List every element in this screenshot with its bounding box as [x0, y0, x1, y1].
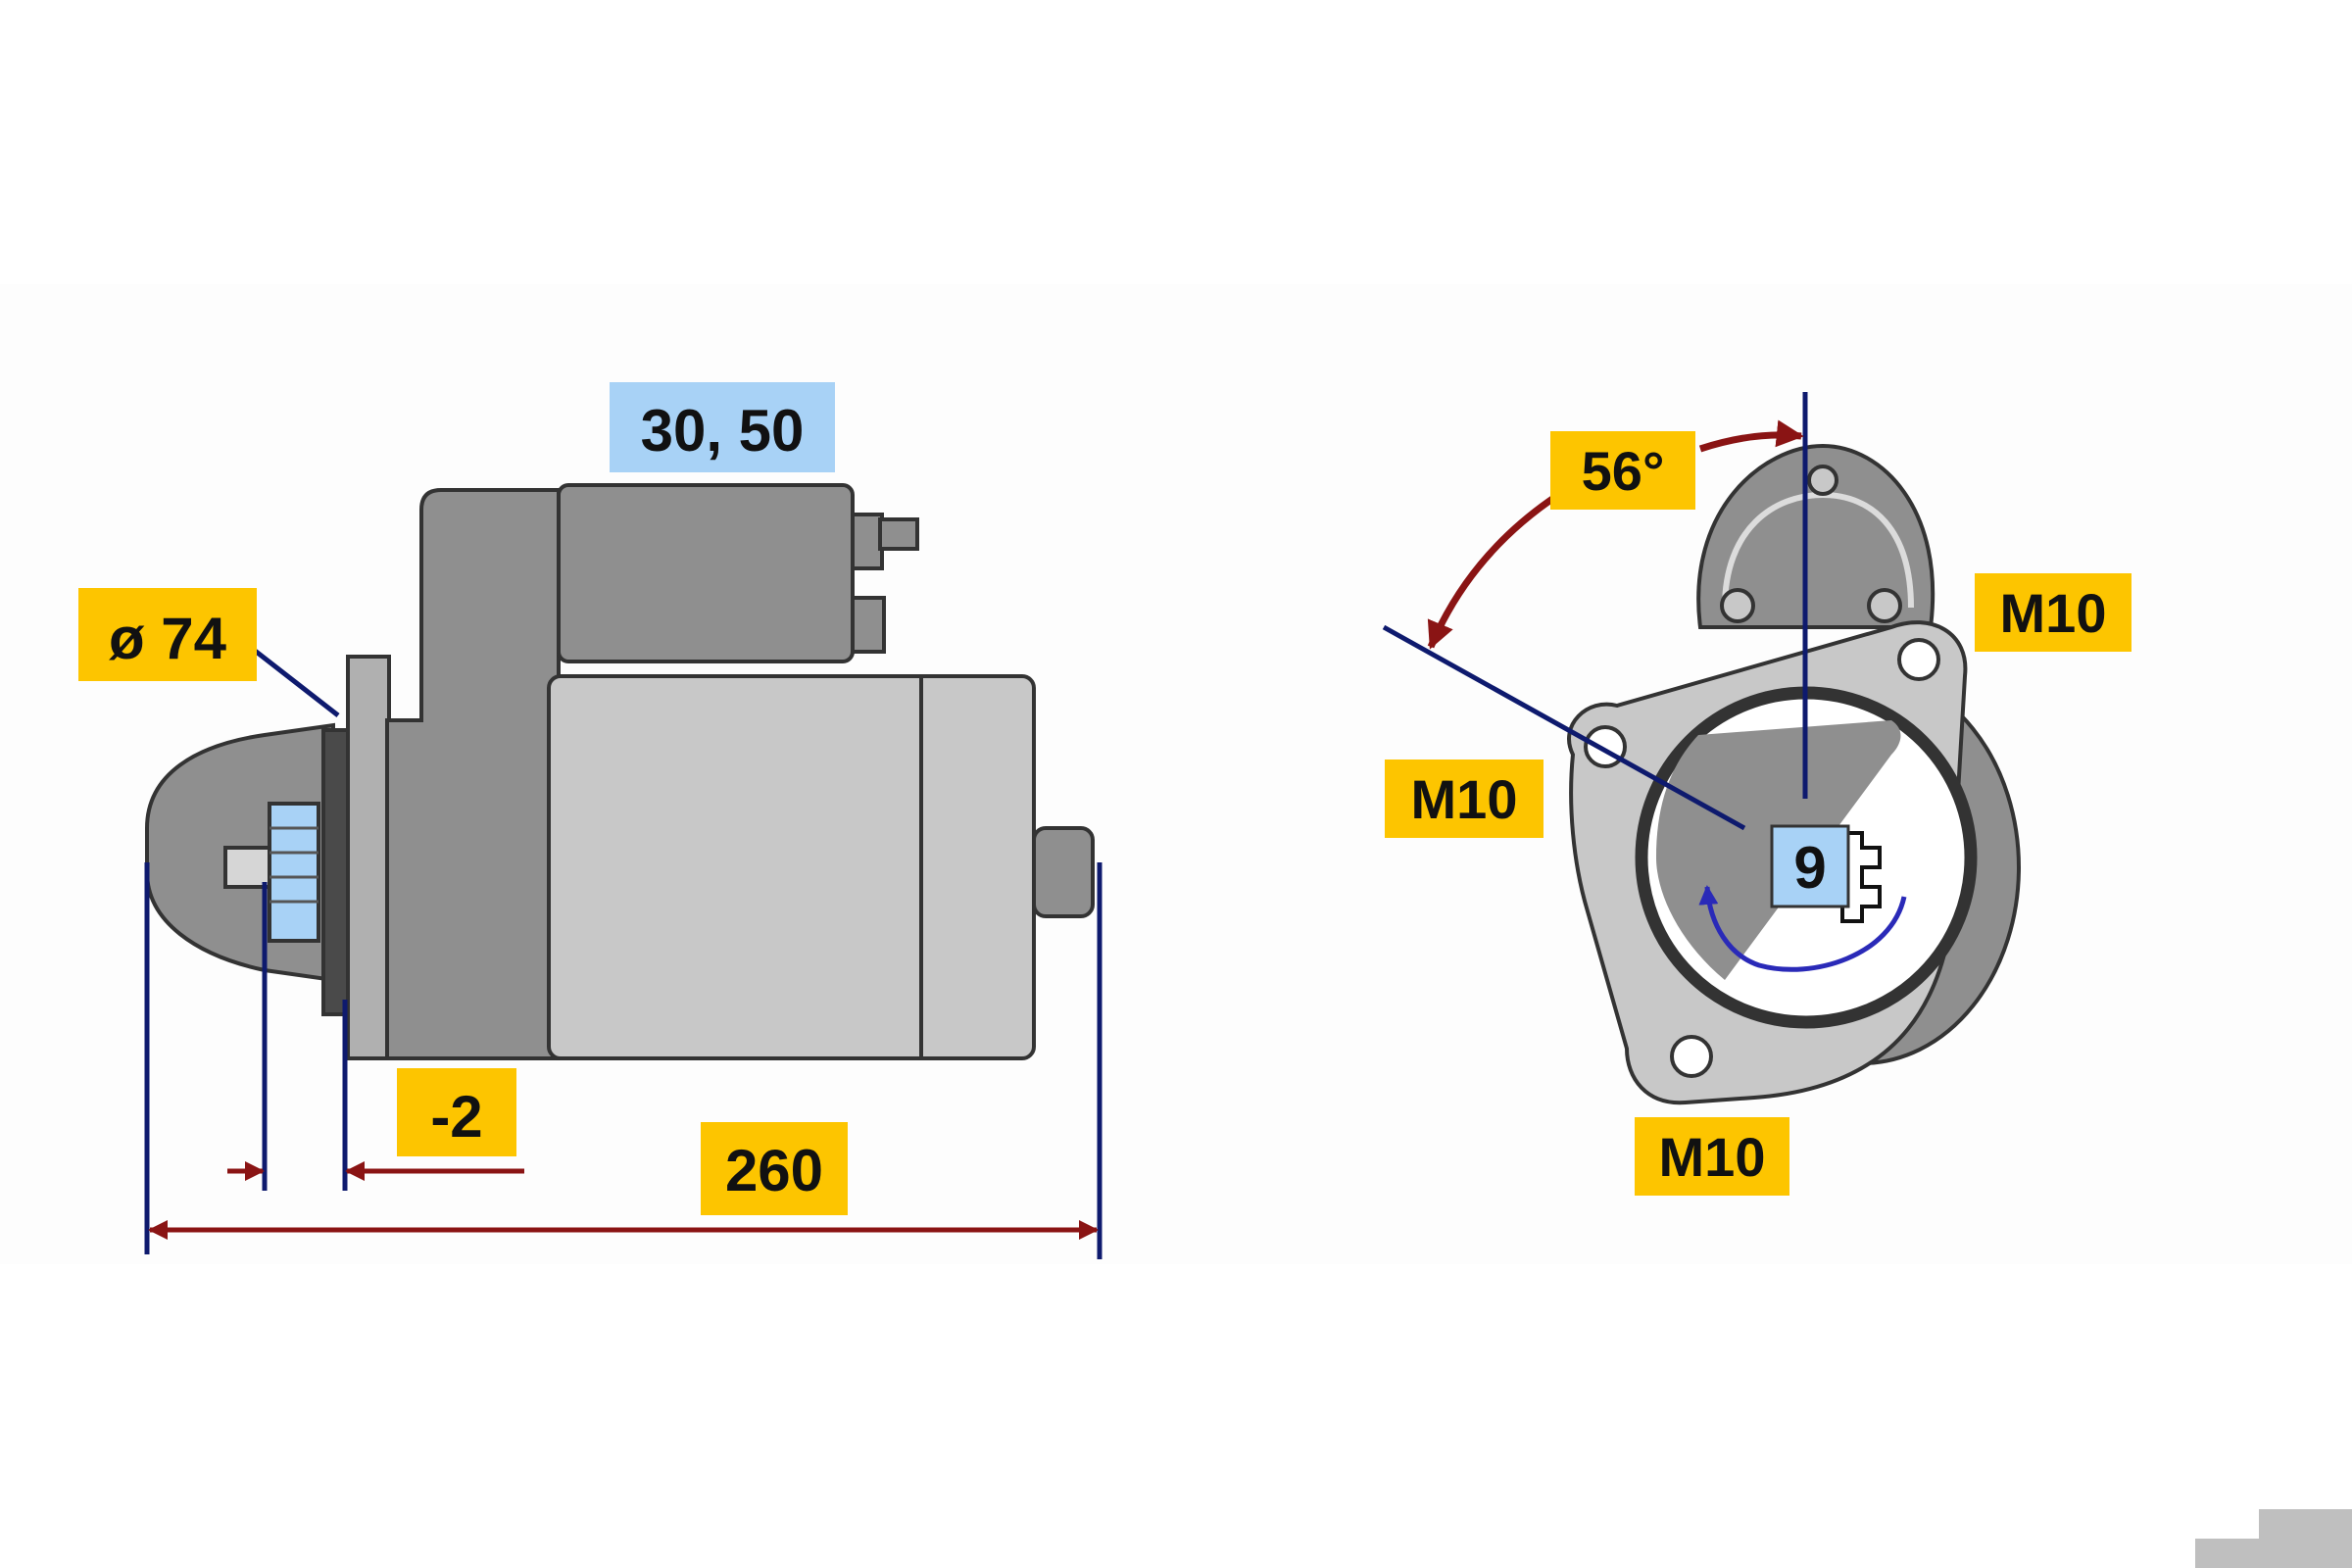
angle-label-box: 56°: [1550, 431, 1695, 510]
terminal-label-box: 30, 50: [610, 382, 835, 472]
rotation-direction-arrow: [1698, 885, 1907, 972]
bolt-top-right-label-box: M10: [1975, 573, 2132, 652]
angle-arc-left: [1427, 492, 1560, 650]
pinion-gear: [268, 802, 320, 943]
solenoid-cap: [1696, 443, 1936, 629]
angle-label: 56°: [1582, 440, 1665, 502]
offset-label: -2: [430, 1084, 482, 1150]
bolt-left-label: M10: [1411, 768, 1518, 830]
side-dimension-lines: [144, 645, 1102, 1259]
terminal-stud: [878, 517, 919, 551]
bolt-hole-top-right: [1897, 638, 1940, 681]
angle-arc-right: [1698, 419, 1804, 453]
bolt-top-right-label: M10: [2000, 582, 2107, 644]
diameter-label: ø 74: [109, 606, 227, 671]
motor-body: [547, 674, 1036, 1060]
front-dimension-lines: [1382, 392, 1907, 972]
solenoid-bolt-top: [1807, 465, 1838, 496]
bolt-bottom-label: M10: [1659, 1126, 1766, 1188]
offset-label-box: -2: [397, 1068, 516, 1156]
angled-axis-line: [1382, 624, 1746, 831]
bolt-left-label-box: M10: [1385, 760, 1544, 838]
bolt-hole-bottom: [1670, 1035, 1713, 1078]
teeth-label-box: 9: [1770, 824, 1850, 908]
terminal-label: 30, 50: [641, 398, 805, 464]
solenoid: [557, 483, 855, 663]
starter-side-view: [145, 483, 1095, 1060]
mounting-flange: [346, 655, 391, 1060]
pinion-gear-teeth: [1840, 831, 1882, 923]
terminal-lower: [851, 596, 886, 654]
diameter-label-box: ø 74: [78, 588, 257, 681]
length-label-box: 260: [701, 1122, 848, 1215]
solenoid-bolt-right: [1867, 588, 1902, 623]
terminal-upper: [851, 513, 884, 570]
solenoid-bolt-left: [1720, 588, 1755, 623]
bolt-bottom-label-box: M10: [1635, 1117, 1789, 1196]
length-label: 260: [725, 1138, 823, 1203]
corner-mark: [2195, 1509, 2352, 1568]
teeth-label: 9: [1793, 835, 1826, 901]
rear-bearing: [1032, 826, 1095, 918]
diameter-leader: [248, 645, 340, 717]
